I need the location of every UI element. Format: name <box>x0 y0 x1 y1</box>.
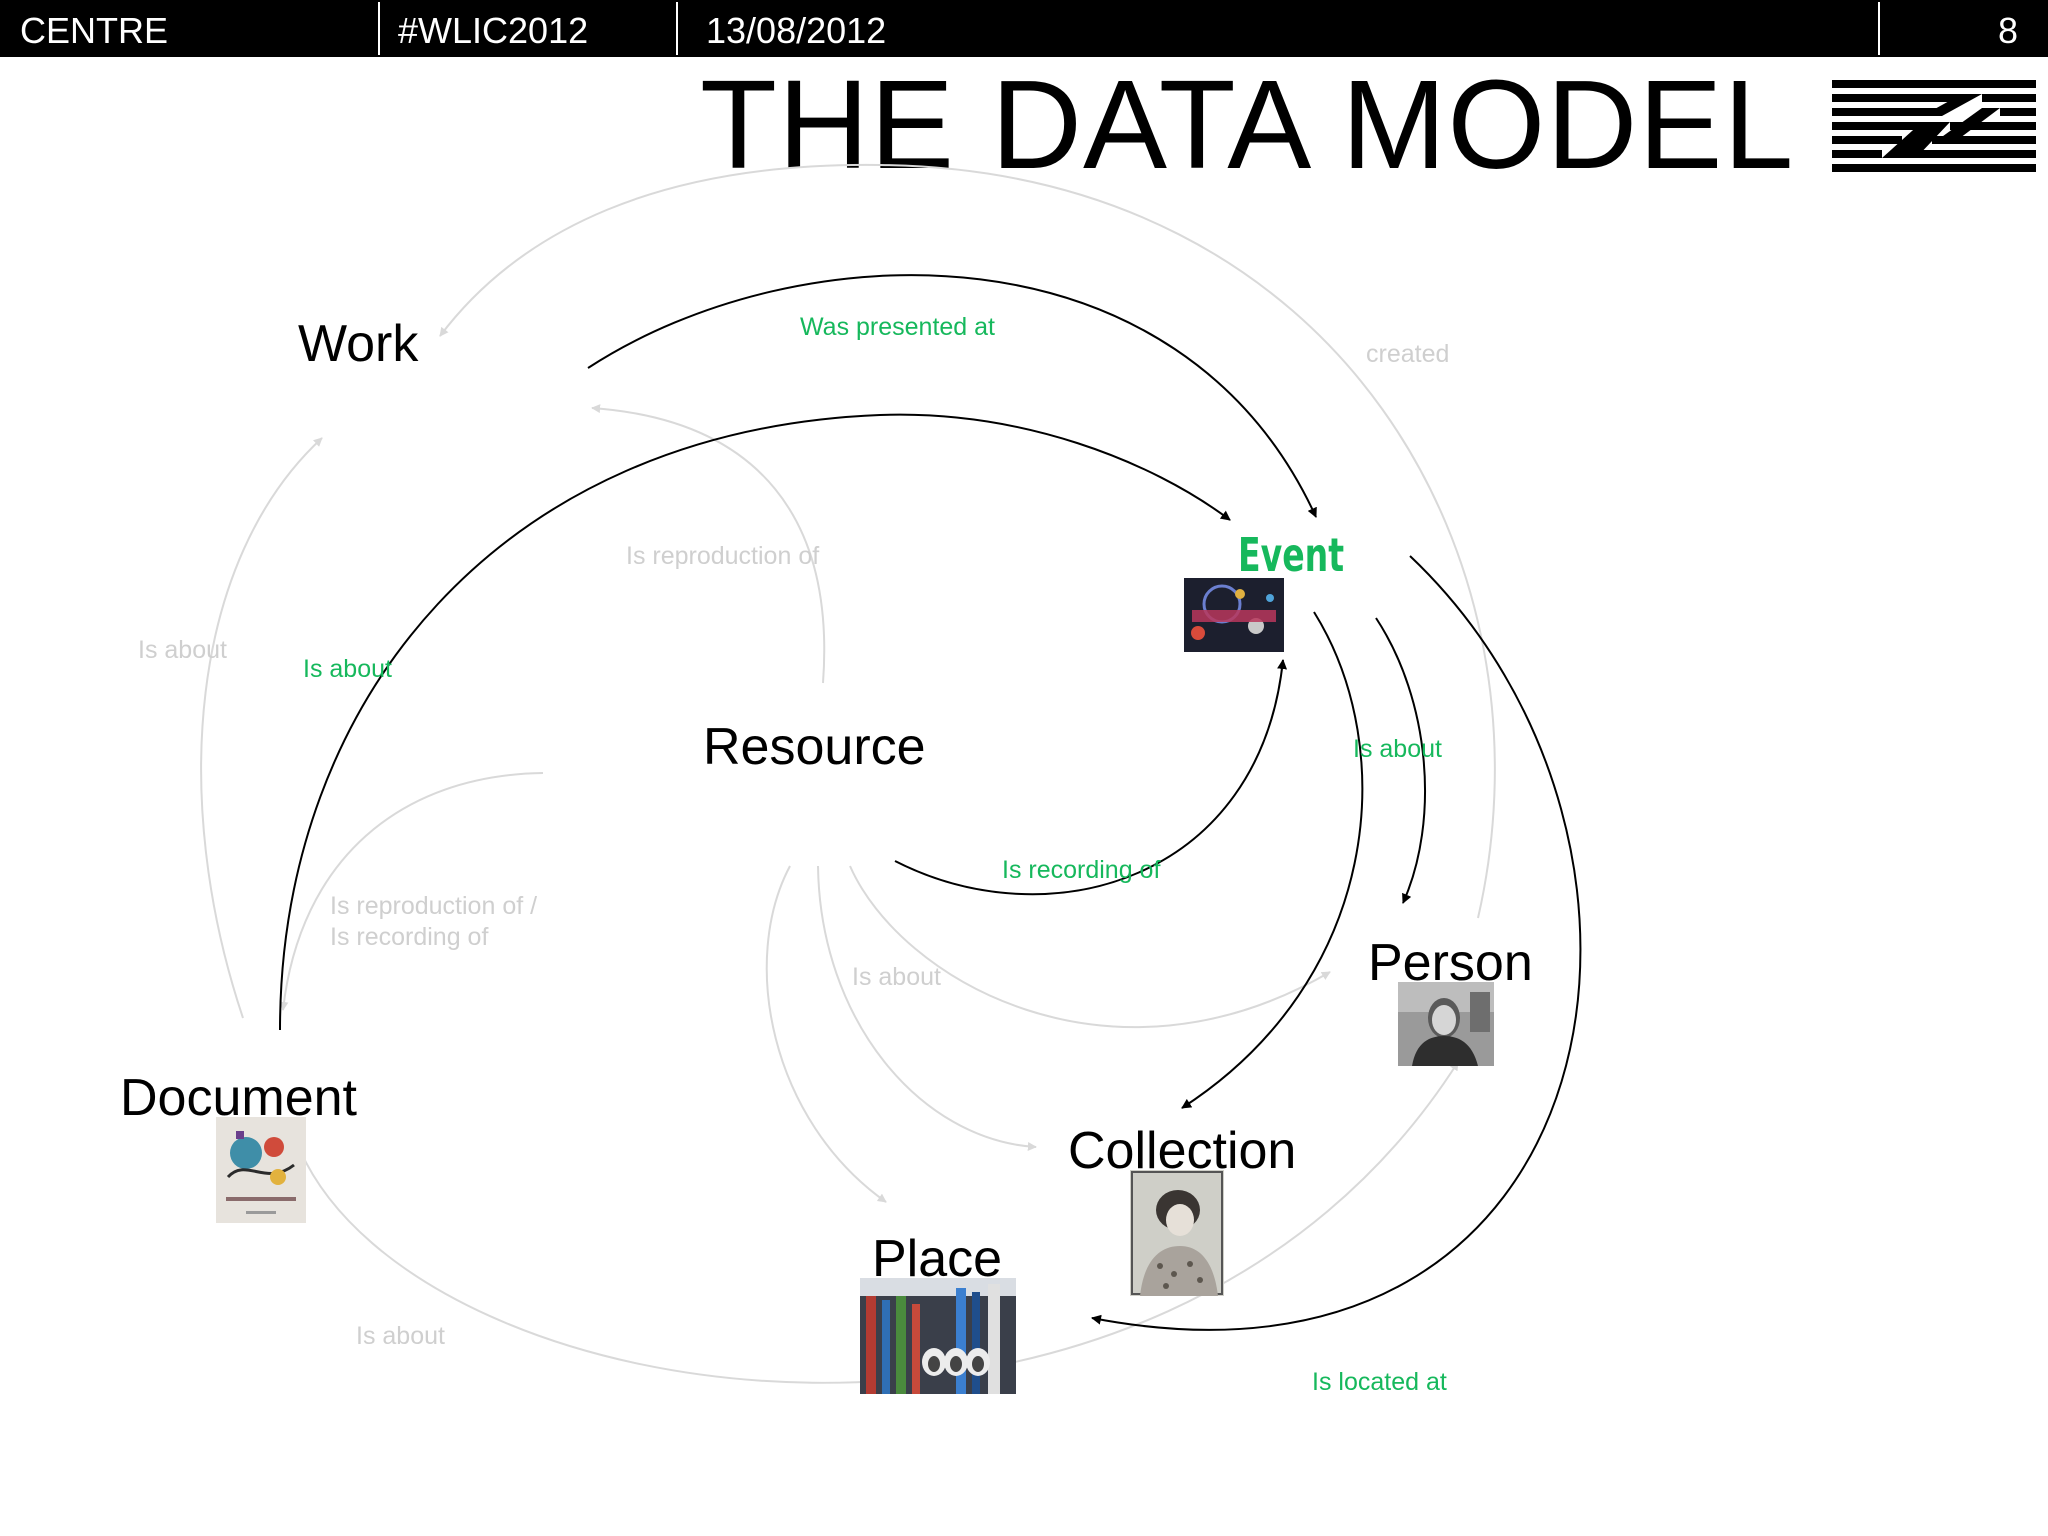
header-bar: CENTRE #WLIC2012 13/08/2012 8 <box>0 0 2048 57</box>
label-is-about-center: Is about <box>852 963 941 991</box>
page-title: THE DATA MODEL <box>700 54 1795 195</box>
arrow-document-about-person <box>299 1061 1459 1384</box>
centre-logo-icon <box>1832 78 2036 174</box>
label-is-recording-of: Is recording of <box>1002 856 1161 884</box>
node-place: Place <box>872 1230 1003 1288</box>
header-hashtag: #WLIC2012 <box>380 2 678 55</box>
node-document: Document <box>120 1069 357 1127</box>
document-poster <box>216 1117 306 1223</box>
label-created: created <box>1366 340 1450 368</box>
arrow-resource-about-person <box>849 865 1331 1029</box>
label-is-reproduction-recording-2: Is recording of <box>330 923 489 951</box>
arrow-resource-collection <box>817 865 1037 1151</box>
node-person: Person <box>1368 934 1533 992</box>
header-date: 13/08/2012 <box>678 2 1880 55</box>
arrow-event-collection <box>1181 611 1364 1109</box>
node-work: Work <box>298 315 419 373</box>
label-is-reproduction-of: Is reproduction of <box>626 542 820 570</box>
place-photo <box>860 1278 1016 1394</box>
collection-photo <box>1130 1170 1224 1296</box>
person-photo <box>1398 982 1494 1066</box>
label-is-about-right-green: Is about <box>1353 735 1442 763</box>
node-collection: Collection <box>1068 1122 1297 1180</box>
label-is-about-bottom: Is about <box>356 1322 445 1350</box>
label-was-presented-at: Was presented at <box>800 313 996 341</box>
label-is-located-at: Is located at <box>1312 1368 1447 1396</box>
node-resource: Resource <box>703 718 926 776</box>
node-event: Event <box>1238 528 1345 582</box>
arrow-event-located-place <box>1091 555 1582 1331</box>
label-is-about-left-grey: Is about <box>138 636 227 664</box>
arrow-resource-reproduction-work <box>591 404 826 684</box>
arrow-document-about-work <box>200 437 323 1019</box>
header-org: CENTRE <box>0 2 380 55</box>
arrow-resource-place <box>765 865 887 1203</box>
page-number: 8 <box>1997 10 2018 51</box>
arrow-event-about-person <box>1375 617 1427 904</box>
arrow-resource-reproduction-document <box>279 772 544 1011</box>
label-is-reproduction-recording-1: Is reproduction of / <box>330 892 538 920</box>
arrow-document-about-event <box>279 413 1231 1031</box>
label-is-about-left-green: Is about <box>303 655 392 683</box>
event-thumbnail <box>1184 578 1284 652</box>
arrow-resource-recording-event <box>894 659 1288 896</box>
arrow-person-created-work <box>439 163 1496 919</box>
arrow-work-presented-event <box>587 274 1317 518</box>
